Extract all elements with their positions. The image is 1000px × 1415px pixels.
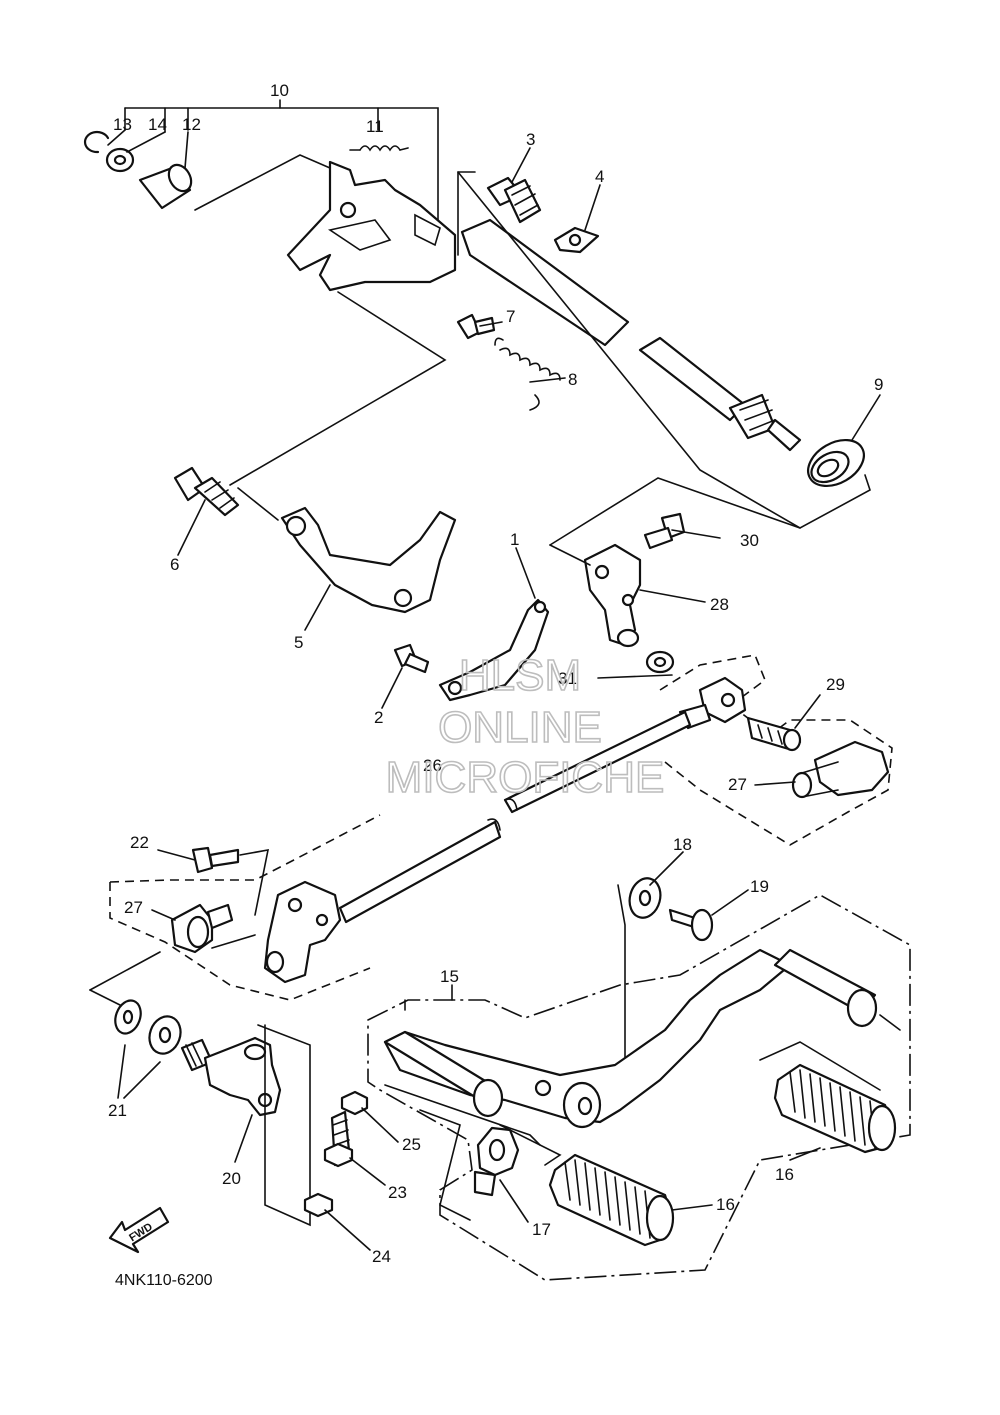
- shift-rod-26: [503, 710, 692, 814]
- shift-lever-plate: [286, 160, 457, 292]
- callout-2: 2: [374, 708, 383, 727]
- callout-18: 18: [673, 835, 692, 854]
- bolt-6: [173, 466, 240, 517]
- spring-8: [494, 337, 561, 411]
- callout-7: 7: [506, 307, 515, 326]
- callout-24: 24: [372, 1247, 391, 1266]
- nut-25: [340, 1090, 369, 1116]
- clip-1: [438, 598, 550, 702]
- callout-4: 4: [595, 167, 604, 186]
- bearing-9: [807, 438, 865, 488]
- rod-end-17: [473, 1126, 520, 1197]
- shift-shaft-9: [460, 218, 630, 347]
- screw-2: [393, 643, 430, 674]
- leader-lines: [151, 147, 881, 1251]
- callouts: 10 13 14 12 11 3 4 7 8 9 6 30 1 28 5 31 …: [108, 81, 883, 1266]
- change-pedal-assembly: [367, 877, 911, 1281]
- callout-15: 15: [440, 967, 459, 986]
- watermark-line-1: HLSM: [459, 651, 581, 700]
- callout-5: 5: [294, 633, 303, 652]
- callout-16-right: 16: [775, 1165, 794, 1184]
- callout-11: 11: [366, 117, 384, 136]
- callout-26: 26: [423, 756, 442, 775]
- callout-9: 9: [874, 375, 883, 394]
- callout-21: 21: [108, 1101, 127, 1120]
- watermark-line-3: MICROFICHE: [386, 753, 665, 802]
- bolt-30: [643, 512, 686, 550]
- callout-10: 10: [270, 81, 289, 100]
- callout-13: 13: [113, 115, 132, 134]
- callout-8: 8: [568, 370, 577, 389]
- bolt-19: [668, 908, 714, 942]
- shift-lever-28: [583, 543, 642, 648]
- shift-rod-assembly: [109, 654, 893, 1001]
- callout-19: 19: [750, 877, 769, 896]
- change-pedal-15: [383, 948, 878, 1129]
- spring-11: [359, 145, 401, 152]
- callout-23: 23: [388, 1183, 407, 1202]
- joint-assembly: [89, 951, 311, 1227]
- callout-25: 25: [402, 1135, 421, 1154]
- footrest-16-right: [773, 1063, 897, 1154]
- watermark-line-2: ONLINE: [438, 703, 602, 752]
- bolt-23: [323, 1110, 354, 1168]
- callout-3: 3: [526, 130, 535, 149]
- callout-6: 6: [170, 555, 179, 574]
- callout-31: 31: [558, 669, 577, 688]
- callout-27-left: 27: [124, 898, 143, 917]
- bolt-22: [191, 846, 240, 874]
- callout-28: 28: [710, 595, 729, 614]
- callout-12: 12: [182, 115, 201, 134]
- callout-30: 30: [740, 531, 759, 550]
- shift-arm-5: [280, 506, 457, 614]
- rubber-boot-27-right: [791, 740, 890, 799]
- diagram-code: 4NK110-6200: [115, 1272, 213, 1289]
- bolt-7: [456, 313, 496, 340]
- rubber-boot-27-left: [170, 903, 234, 954]
- callout-1: 1: [510, 530, 519, 549]
- shift-arm-assembly: [173, 466, 801, 702]
- callout-16-left: 16: [716, 1195, 735, 1214]
- callout-29: 29: [826, 675, 845, 694]
- adjuster-bolt-assembly: [303, 1090, 369, 1218]
- callout-20: 20: [222, 1169, 241, 1188]
- lever-joint-left: [263, 880, 342, 984]
- callout-27-right: 27: [728, 775, 747, 794]
- shift-shaft-assembly: [83, 99, 871, 529]
- footrest-16-left: [548, 1153, 675, 1247]
- circlip-13: [83, 130, 110, 154]
- callout-17: 17: [532, 1220, 551, 1239]
- rod-end-29: [678, 676, 747, 730]
- bolt-3: [486, 176, 542, 224]
- watermark: HLSM ONLINE MICROFICHE: [385, 650, 665, 803]
- bolt-29: [746, 716, 802, 752]
- fwd-arrow-icon: FWD: [108, 1206, 170, 1254]
- callout-22: 22: [130, 833, 149, 852]
- callout-14: 14: [148, 115, 167, 134]
